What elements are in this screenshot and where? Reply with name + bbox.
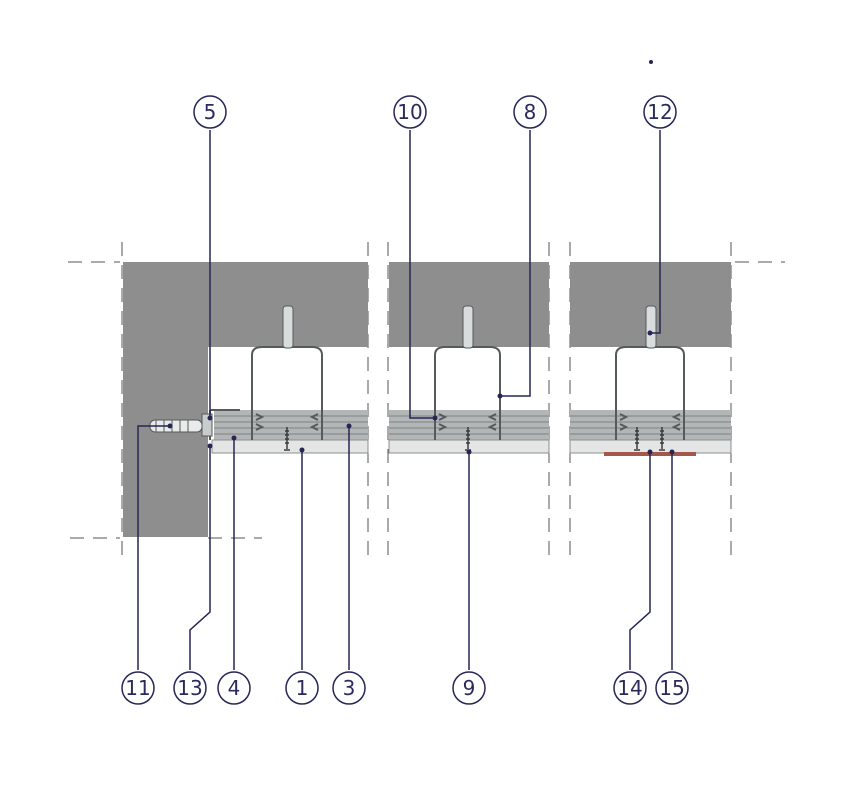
callout-9-label: 9 <box>463 676 476 700</box>
callout-13-label: 13 <box>177 676 202 700</box>
callout-11: 11 <box>121 671 155 705</box>
callout-9: 9 <box>452 671 486 705</box>
callout-3-label: 3 <box>343 676 356 700</box>
plasterboard-layers <box>211 439 732 454</box>
callout-14-label: 14 <box>617 676 642 700</box>
insulation-layers <box>214 410 731 440</box>
callout-13: 13 <box>173 671 207 705</box>
callout-8-label: 8 <box>524 100 537 124</box>
slab-and-wall-left <box>123 262 368 537</box>
callout-12: 12 <box>643 95 677 129</box>
callout-3: 3 <box>332 671 366 705</box>
callout-4-label: 4 <box>228 676 241 700</box>
callout-4: 4 <box>217 671 251 705</box>
profile-clips <box>255 413 681 431</box>
leader-dots <box>167 60 675 455</box>
callout-8: 8 <box>513 95 547 129</box>
callout-15: 15 <box>655 671 689 705</box>
callout-5: 5 <box>193 95 227 129</box>
concrete-structure <box>123 262 731 537</box>
hangers <box>282 305 657 349</box>
callout-10-label: 10 <box>397 100 422 124</box>
callout-10: 10 <box>393 95 427 129</box>
callout-15-label: 15 <box>659 676 684 700</box>
callout-5-label: 5 <box>204 100 217 124</box>
leader-lines <box>137 130 673 670</box>
callout-14: 14 <box>613 671 647 705</box>
callout-1: 1 <box>285 671 319 705</box>
screws <box>284 427 665 451</box>
callout-1-label: 1 <box>296 676 309 700</box>
callout-11-label: 11 <box>125 676 150 700</box>
callout-12-label: 12 <box>647 100 672 124</box>
